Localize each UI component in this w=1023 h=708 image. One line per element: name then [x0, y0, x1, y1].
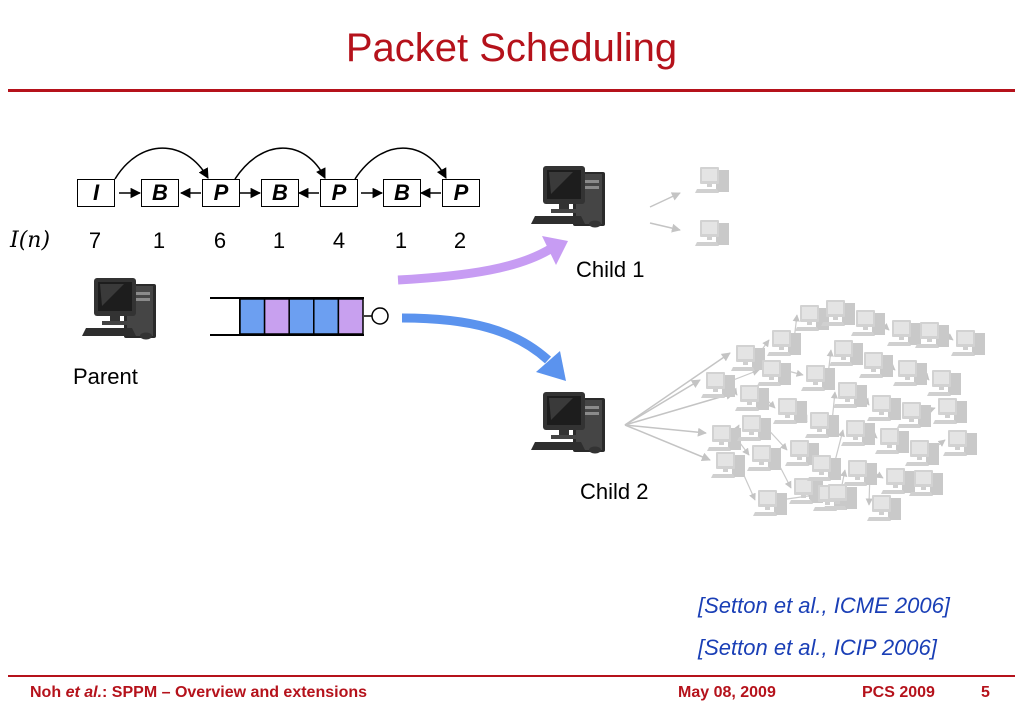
- peer-computer: [735, 385, 769, 411]
- footer-rule: [8, 675, 1015, 677]
- peer-computer: [805, 412, 839, 438]
- peer-computer: [789, 478, 823, 504]
- peer-computer: [823, 484, 857, 510]
- importance-label: I(n): [10, 228, 51, 253]
- peer-computer: [915, 322, 949, 348]
- frame-B: B: [261, 179, 299, 207]
- slide-title: Packet Scheduling: [345, 26, 678, 70]
- peer-computer: [909, 470, 943, 496]
- peer-computer: [747, 445, 781, 471]
- peer-computer: [807, 455, 841, 481]
- importance-value: 1: [152, 228, 166, 253]
- child2-label: Child 2: [580, 479, 649, 504]
- child2-computer: [531, 392, 605, 454]
- peer-computer: [701, 372, 735, 398]
- frame-B: B: [141, 179, 179, 207]
- footer-etal: et al.: [65, 684, 103, 701]
- peer-computer: [731, 345, 765, 371]
- peer-computer: [767, 330, 801, 356]
- peer-computer: [887, 320, 921, 346]
- importance-value: 1: [272, 228, 286, 253]
- peer-computer: [821, 300, 855, 326]
- peer-computer: [897, 402, 931, 428]
- queue-packet: [239, 298, 266, 335]
- arc-P2-to-P3: [354, 147, 447, 180]
- reference-icip: [Setton et al., ICIP 2006]: [698, 635, 937, 660]
- arc-I-to-P1: [114, 147, 209, 180]
- peer-computer: [867, 495, 901, 521]
- peer-computer: [875, 428, 909, 454]
- queue-packet: [313, 298, 340, 335]
- child1-computer: [531, 166, 605, 228]
- peer-computer: [881, 468, 915, 494]
- footer-venue: PCS 2009: [862, 684, 935, 701]
- queue-packet: [288, 298, 315, 335]
- footer-author: Noh et al.: SPPM – Overview and extensio…: [30, 684, 367, 702]
- peer-computer: [933, 398, 967, 424]
- importance-value: 7: [88, 228, 102, 253]
- peer-computer: [927, 370, 961, 396]
- importance-value: 6: [213, 228, 227, 253]
- child2-distribution-tree: [624, 300, 985, 521]
- frame-B: B: [383, 179, 421, 207]
- frame-I: I: [77, 179, 115, 207]
- title-rule: [8, 89, 1015, 92]
- peer-computer: [795, 305, 829, 331]
- frame-dependency-arrows: [114, 147, 447, 199]
- peer-computer: [711, 452, 745, 478]
- arc-P1-to-P2: [234, 147, 326, 180]
- importance-value: 1: [394, 228, 408, 253]
- peer-computer: [943, 430, 977, 456]
- child1-peers: [649, 167, 729, 246]
- child1-label: Child 1: [576, 257, 645, 282]
- parent-label: Parent: [73, 364, 138, 389]
- peer-computer: [833, 382, 867, 408]
- peer-computer: [757, 360, 791, 386]
- frame-P: P: [442, 179, 480, 207]
- reference-icme: [Setton et al., ICME 2006]: [698, 593, 950, 618]
- arrow-to-child2: [401, 313, 552, 364]
- peer-computer: [851, 310, 885, 336]
- peer-computer: [801, 365, 835, 391]
- footer-talk: : SPPM – Overview and extensions: [102, 684, 368, 701]
- peer-computer: [893, 360, 927, 386]
- peer-computer: [829, 340, 863, 366]
- peer-computer: [841, 420, 875, 446]
- footer-date: May 08, 2009: [678, 684, 776, 701]
- peer-computer: [859, 352, 893, 378]
- peer-computer: [707, 425, 741, 451]
- packet-queue: [210, 297, 389, 336]
- importance-value: 4: [332, 228, 346, 253]
- frame-P: P: [320, 179, 358, 207]
- queue-packet: [337, 298, 364, 335]
- peer-computer: [951, 330, 985, 356]
- peer-computer: [843, 460, 877, 486]
- queue-packet: [263, 298, 290, 335]
- parent-computer: [82, 278, 156, 340]
- peer-computer: [905, 440, 939, 466]
- peer-computer: [753, 490, 787, 516]
- arrow-to-child1: [397, 244, 555, 285]
- importance-value: 2: [453, 228, 467, 253]
- footer-author-name: Noh: [30, 684, 62, 701]
- peer-computer: [737, 415, 771, 441]
- peer-computer: [773, 398, 807, 424]
- frame-P: P: [202, 179, 240, 207]
- footer-page: 5: [981, 684, 990, 701]
- peer-computer: [867, 395, 901, 421]
